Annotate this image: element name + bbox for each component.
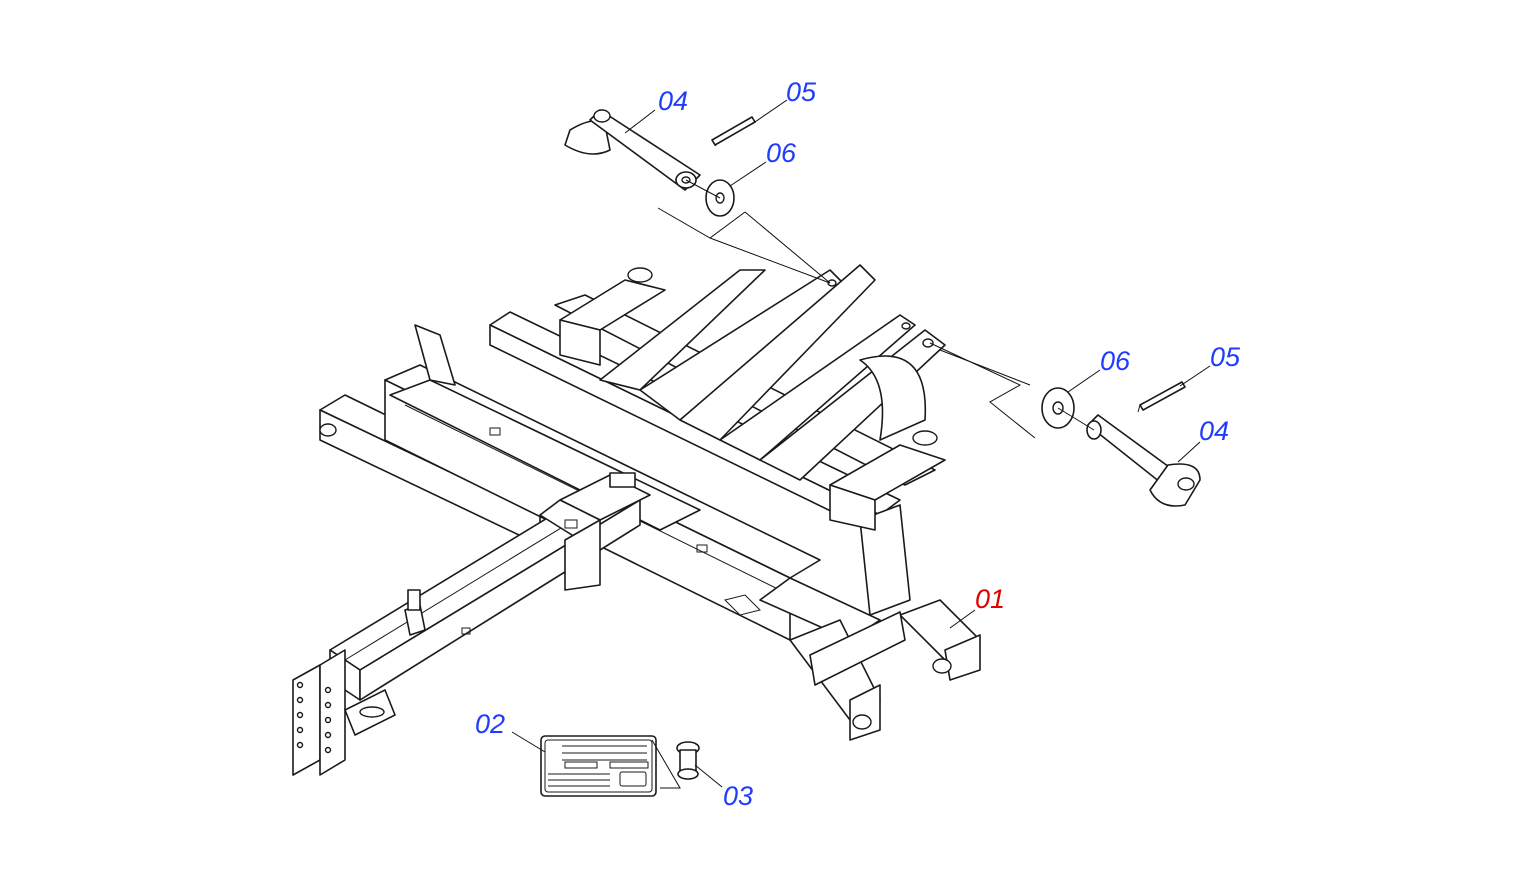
assembly-lines — [651, 179, 1095, 789]
callout-leaders — [511, 99, 1211, 788]
callout-05-right: 05 — [1210, 342, 1241, 372]
cotter-pin-05-top — [711, 116, 756, 147]
callout-04-right: 04 — [1199, 416, 1229, 446]
callout-06-top: 06 — [766, 138, 797, 168]
callout-labels: 04 05 06 06 05 04 01 02 03 — [475, 77, 1241, 811]
main-frame-assembly — [292, 264, 981, 776]
pin-04-right — [1086, 414, 1201, 507]
callout-05-top: 05 — [786, 77, 817, 107]
hitch-holes — [296, 681, 332, 754]
cotter-pin-05-right — [1137, 381, 1186, 413]
id-plate-02 — [540, 735, 657, 797]
pin-04-top — [564, 109, 701, 191]
callout-01-frame: 01 — [975, 584, 1005, 614]
callout-06-right: 06 — [1100, 346, 1131, 376]
callout-04-top: 04 — [658, 86, 688, 116]
callout-02-plate: 02 — [475, 709, 505, 739]
decal-marks — [461, 427, 761, 635]
callout-03-rivet: 03 — [723, 781, 753, 811]
rivet-03 — [676, 741, 700, 780]
